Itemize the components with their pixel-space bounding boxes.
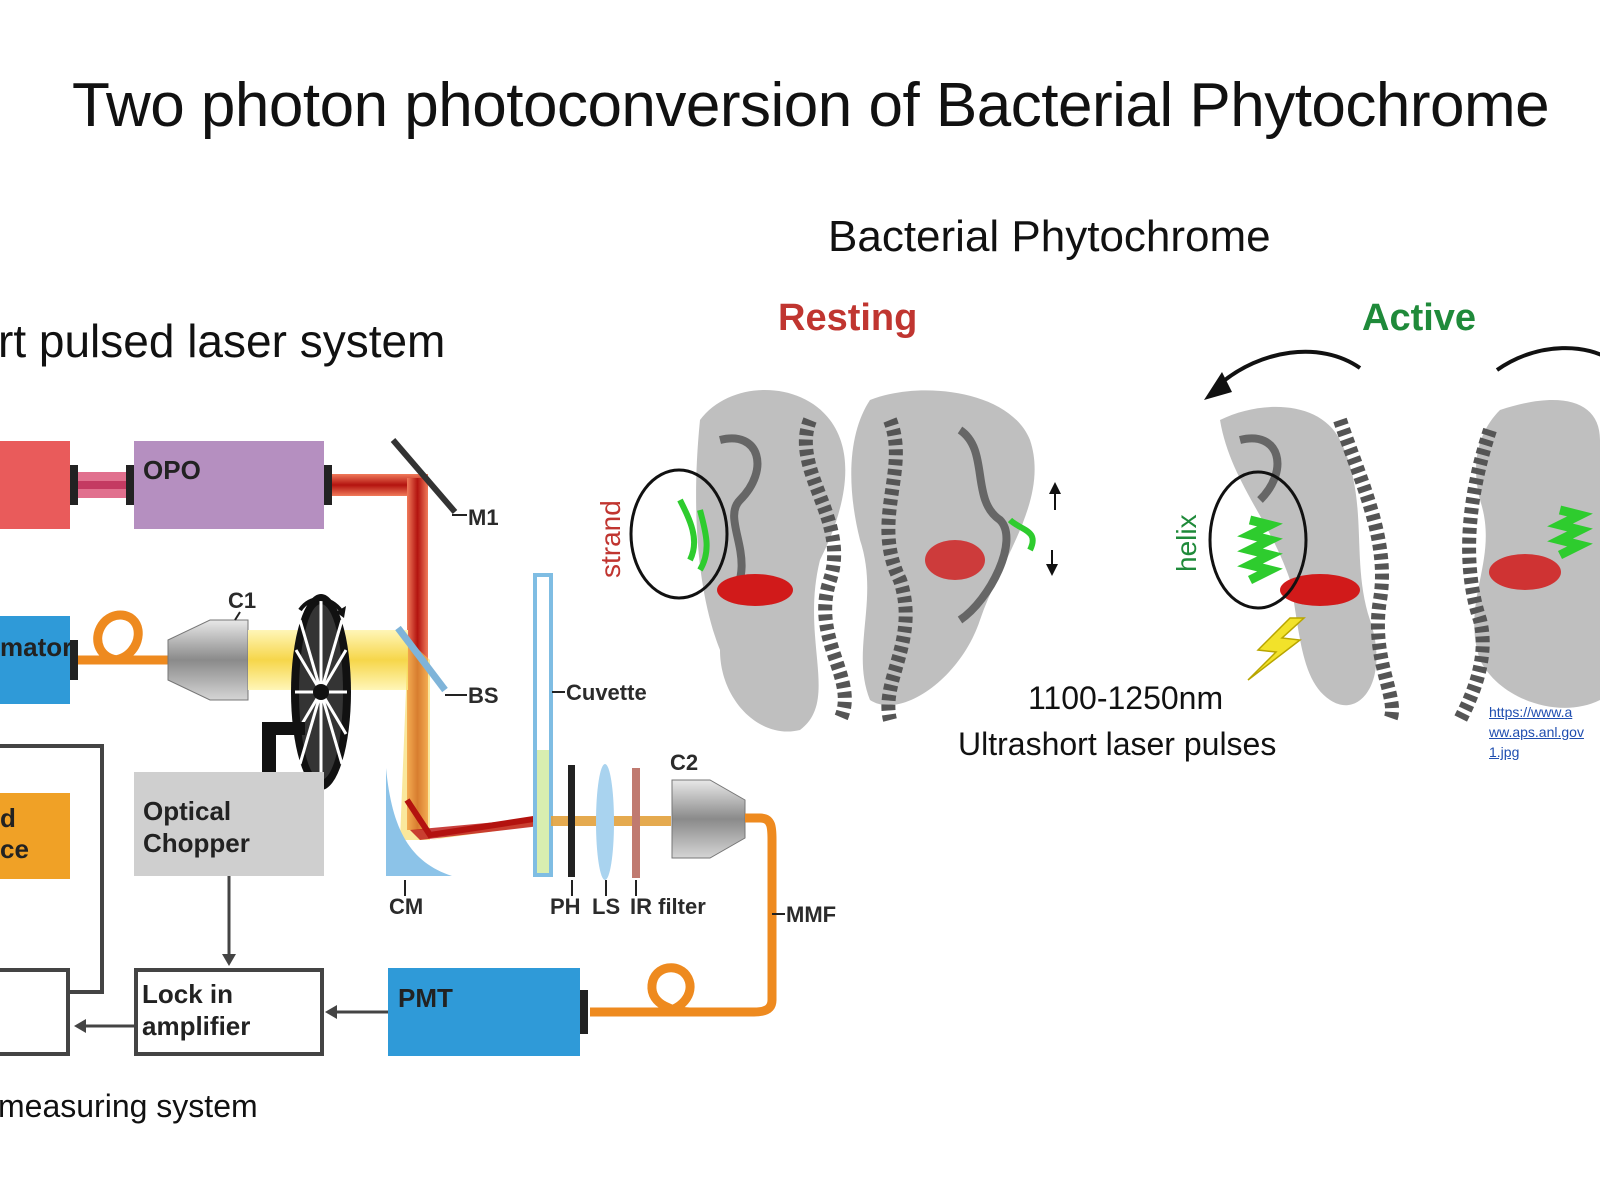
pinhole [568,765,575,877]
link-line-3[interactable]: 1.jpg [1489,744,1520,760]
ir-filter-label: IR filter [630,894,706,919]
ls-label: LS [592,894,620,919]
chopper-label-2: Chopper [143,828,250,858]
fiber-loop-bottom [647,963,695,1017]
resting-structure [629,390,1061,732]
pd-box [0,793,70,879]
mmf-label: MMF [786,902,836,927]
wavelength-label: 1100-1250nm [1028,680,1224,716]
phytochrome-heading: Bacterial Phytochrome [828,212,1271,261]
rotation-arrow [298,597,344,614]
fiber-loop-top [78,610,170,665]
link-line-1[interactable]: https://www.a [1489,704,1573,720]
opo-label: OPO [143,455,201,485]
m1-label: M1 [468,505,499,530]
lens-c1 [167,619,249,701]
collimator-label: mator [0,632,72,662]
concave-mirror [386,768,452,876]
active-label: Active [1362,297,1476,339]
lens-ls [596,764,614,880]
mirror-m1 [390,438,458,514]
beam-merge [400,640,540,840]
lockin-box [134,968,324,1056]
ph-label: PH [550,894,581,919]
helix-label: helix [1171,514,1202,572]
pulses-label: Ultrashort laser pulses [958,726,1277,762]
laser-box [0,441,70,529]
lockin-label-1: Lock in [142,979,233,1009]
ir-filter [632,768,640,878]
active-structure [1204,346,1600,724]
strand-label: strand [595,500,626,578]
cm-label: CM [389,894,423,919]
source-link[interactable]: https://www.a ww.aps.anl.gov 1.jpg [1489,702,1584,762]
collimator-box [0,616,70,704]
red-beam-horizontal [332,474,428,496]
strand-circle [629,468,729,600]
pd-label-2: ce [0,834,29,864]
computer-frame [0,744,104,994]
lens-c2 [671,779,746,859]
c1-label: C1 [228,588,256,613]
slide-title: Two photon photoconversion of Bacterial … [72,71,1550,140]
laser-system-heading: rt pulsed laser system [0,315,446,367]
pmt-box [388,968,580,1056]
measuring-caption: measuring system [0,1088,258,1124]
computer-box [0,968,70,1056]
beam-splitter [395,625,448,693]
chopper-wheel [291,594,351,790]
mmf-fiber [590,813,777,1017]
c2-label: C2 [670,750,698,775]
resting-label: Resting [778,297,917,339]
optical-chopper-box [134,772,324,876]
bs-label: BS [468,683,499,708]
opo-box [134,441,324,529]
pmt-label: PMT [398,983,453,1013]
chopper-label-1: Optical [143,796,231,826]
helix-circle [1208,470,1308,610]
cuvette-label: Cuvette [566,680,647,705]
lockin-label-2: amplifier [142,1011,250,1041]
pd-label-1: d [0,803,16,833]
lightning-icon [1247,617,1306,681]
link-line-2[interactable]: ww.aps.anl.gov [1489,724,1584,740]
